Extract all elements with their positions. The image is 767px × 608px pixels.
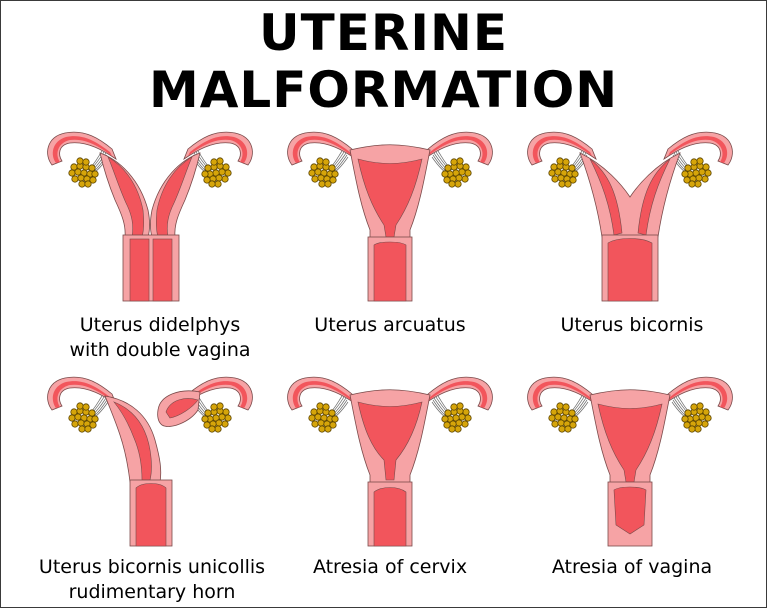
uterus-arcuatus-illustration	[287, 131, 493, 302]
panel-uterus-arcuatus	[270, 125, 510, 305]
panel-uterus-bicornis	[510, 125, 750, 305]
panel-atresia-of-vagina	[510, 370, 750, 550]
caption-uterus-didelphys: Uterus didelphys with double vagina	[69, 314, 251, 361]
title-line-1: UTERINE	[259, 4, 508, 62]
atresia-of-cervix-illustration	[287, 376, 493, 547]
uterus-didelphys-illustration	[47, 131, 253, 302]
atresia-of-vagina-illustration	[527, 376, 733, 547]
title-line-2: MALFORMATION	[148, 61, 619, 119]
caption-atresia-of-vagina: Atresia of vagina	[551, 556, 713, 578]
caption-uterus-bicornis: Uterus bicornis	[560, 314, 704, 336]
panel-atresia-of-cervix	[270, 370, 510, 550]
caption-atresia-of-cervix: Atresia of cervix	[312, 556, 468, 578]
uterus-bicornis-illustration	[527, 131, 733, 302]
uterus-bicornis-unicollis-illustration	[47, 376, 253, 547]
caption-uterus-arcuatus: Uterus arcuatus	[314, 314, 466, 336]
panel-uterus-didelphys	[30, 125, 270, 305]
panel-uterus-bicornis-unicollis	[30, 370, 270, 550]
caption-uterus-bicornis-unicollis: Uterus bicornis unicollis rudimentary ho…	[38, 556, 266, 603]
